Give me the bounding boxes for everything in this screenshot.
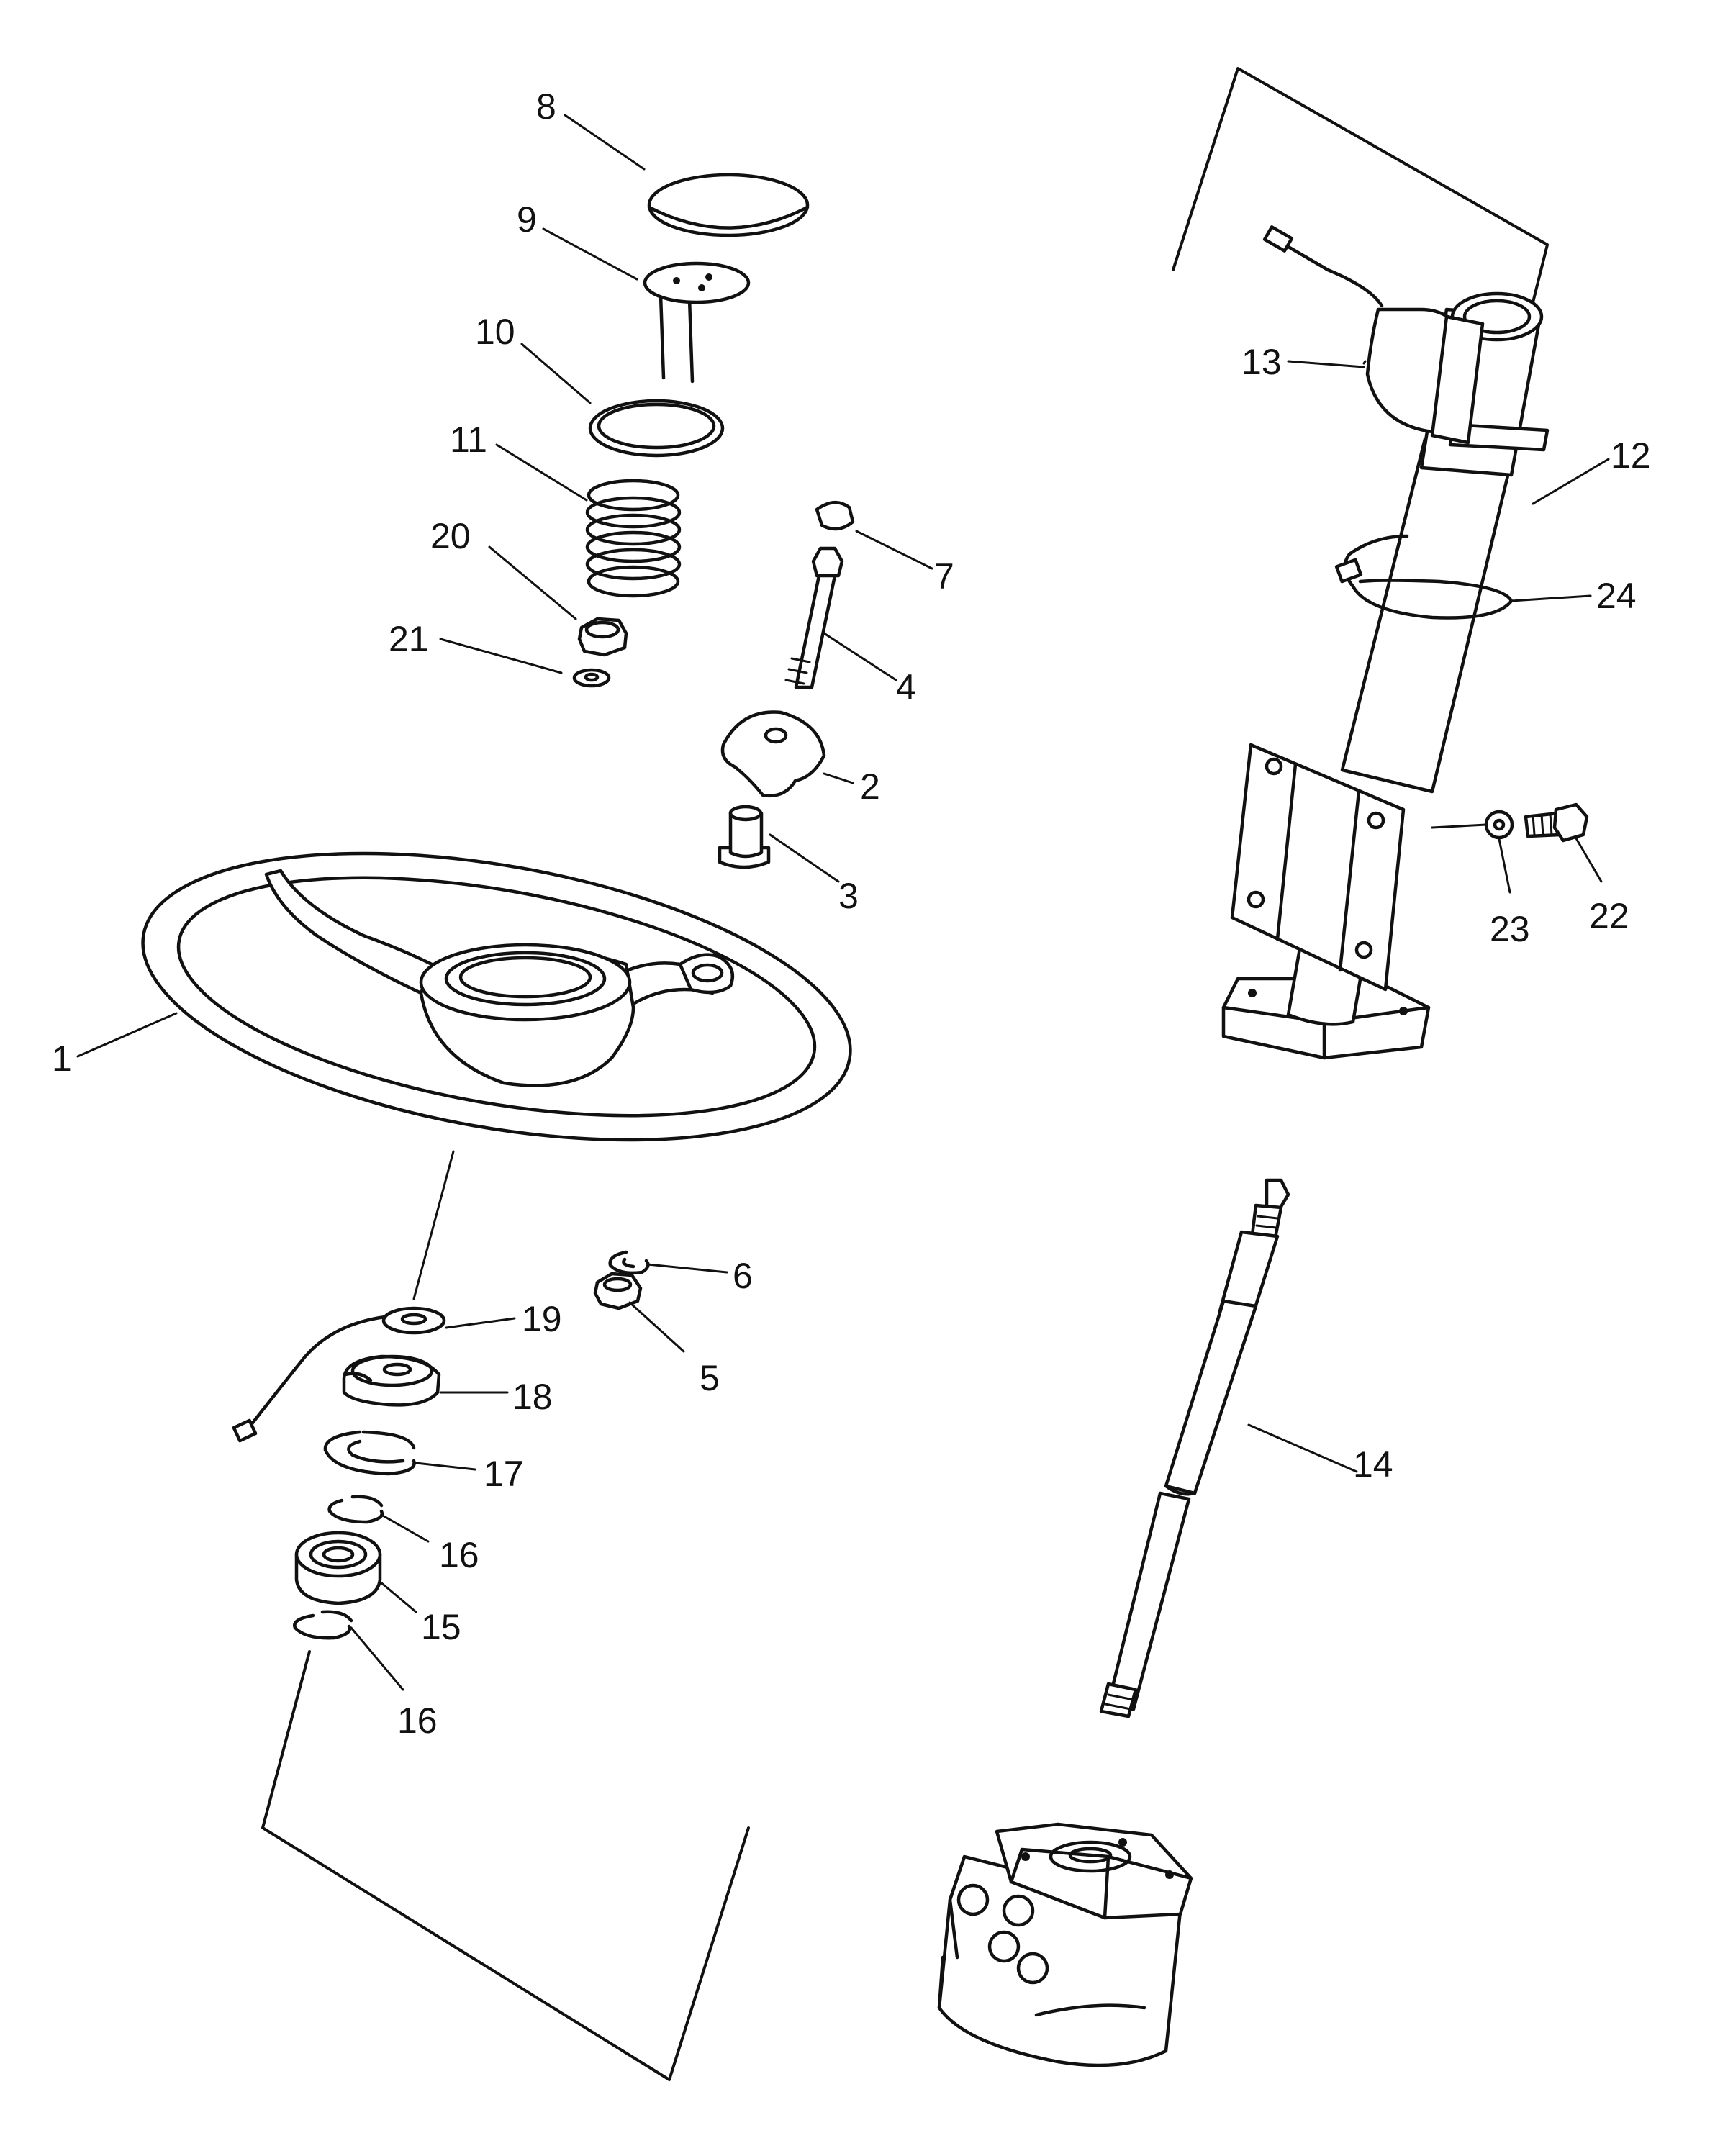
label-2: 2: [860, 766, 880, 807]
label-22: 22: [1589, 896, 1629, 936]
label-18: 18: [512, 1377, 553, 1417]
part-19-contact-ring: [232, 1306, 446, 1443]
part-labels: 1 2 3 4 5 6 7 8 9 10 11 12 13 14 15 16 1…: [52, 86, 1651, 1741]
part-9-contact-plate: [643, 261, 751, 384]
part-12-steering-column: [1221, 291, 1550, 1060]
label-7: 7: [934, 556, 954, 597]
part-14-steering-shaft: [1099, 1178, 1290, 1718]
part-4-bolt: [784, 546, 844, 689]
part-13-switch: [1262, 225, 1485, 445]
label-6: 6: [733, 1256, 753, 1296]
part-7-cap: [815, 501, 855, 531]
part-3-bushing: [718, 805, 771, 869]
label-16-lower: 16: [397, 1700, 438, 1741]
label-10: 10: [475, 312, 515, 352]
part-16-snap-ring-lower: [293, 1610, 353, 1640]
part-5-nut: [593, 1272, 643, 1310]
part-1-steering-wheel: [141, 851, 852, 1142]
label-5: 5: [700, 1358, 720, 1398]
label-19: 19: [522, 1299, 562, 1339]
steering-valve: [937, 1822, 1193, 2067]
label-16-upper: 16: [439, 1535, 479, 1575]
label-13: 13: [1241, 342, 1282, 382]
part-2-knob: [720, 710, 826, 798]
label-15: 15: [421, 1607, 461, 1647]
part-17-snap-ring: [323, 1430, 416, 1476]
label-21: 21: [389, 619, 429, 659]
label-9: 9: [517, 199, 537, 240]
part-15-bearing: [294, 1531, 382, 1605]
part-21-washer: [572, 668, 611, 688]
label-14: 14: [1353, 1444, 1393, 1485]
label-24: 24: [1596, 576, 1637, 616]
label-4: 4: [896, 667, 916, 707]
part-16-snap-ring-upper: [327, 1495, 384, 1524]
label-8: 8: [536, 86, 556, 127]
label-3: 3: [838, 876, 859, 916]
part-6-snap-ring: [608, 1250, 650, 1275]
label-12: 12: [1611, 435, 1651, 476]
part-8-horn-cap: [647, 173, 810, 237]
label-23: 23: [1490, 909, 1530, 949]
leader-lines: [76, 114, 1610, 1691]
label-17: 17: [484, 1454, 524, 1494]
part-10-ring: [588, 399, 725, 458]
part-22-bolt: [1524, 802, 1589, 843]
part-18-cam: [342, 1354, 441, 1407]
part-20-nut: [577, 617, 628, 657]
part-11-spring: [585, 479, 682, 598]
part-23-washer: [1484, 810, 1514, 840]
label-11: 11: [450, 420, 487, 460]
label-20: 20: [430, 516, 471, 556]
label-1: 1: [52, 1038, 72, 1079]
